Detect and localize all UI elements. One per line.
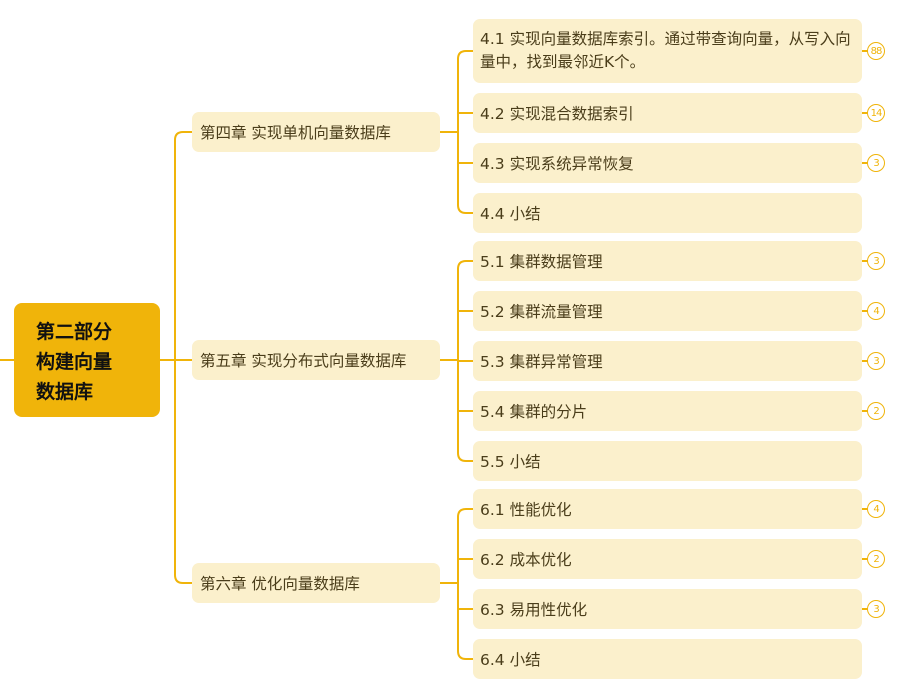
root-line: 构建向量 (36, 351, 113, 373)
collapsed-count-badge[interactable]: 3 (867, 154, 885, 172)
collapsed-count-badge[interactable]: 14 (867, 104, 885, 122)
collapsed-count-badge[interactable]: 3 (867, 600, 885, 618)
section-node[interactable]: 6.2 成本优化 (473, 539, 862, 579)
section-node[interactable]: 6.3 易用性优化 (473, 589, 862, 629)
section-node[interactable]: 4.4 小结 (473, 193, 862, 233)
section-node[interactable]: 5.5 小结 (473, 441, 862, 481)
collapsed-count-badge[interactable]: 2 (867, 550, 885, 568)
collapsed-count-badge[interactable]: 4 (867, 500, 885, 518)
collapsed-count-badge[interactable]: 3 (867, 352, 885, 370)
section-node[interactable]: 4.3 实现系统异常恢复 (473, 143, 862, 183)
section-node[interactable]: 6.1 性能优化 (473, 489, 862, 529)
collapsed-count-badge[interactable]: 3 (867, 252, 885, 270)
root-line: 第二部分 (36, 321, 113, 343)
chapter-node[interactable]: 第四章 实现单机向量数据库 (192, 112, 440, 152)
section-node[interactable]: 4.1 实现向量数据库索引。通过带查询向量，从写入向量中，找到最邻近K个。 (473, 19, 862, 83)
collapsed-count-badge[interactable]: 4 (867, 302, 885, 320)
chapter-node[interactable]: 第六章 优化向量数据库 (192, 563, 440, 603)
section-node[interactable]: 4.2 实现混合数据索引 (473, 93, 862, 133)
section-node[interactable]: 5.2 集群流量管理 (473, 291, 862, 331)
section-node[interactable]: 5.1 集群数据管理 (473, 241, 862, 281)
collapsed-count-badge[interactable]: 2 (867, 402, 885, 420)
section-node[interactable]: 5.3 集群异常管理 (473, 341, 862, 381)
chapter-node[interactable]: 第五章 实现分布式向量数据库 (192, 340, 440, 380)
root-line: 数据库 (36, 381, 94, 403)
section-node[interactable]: 6.4 小结 (473, 639, 862, 679)
root-node[interactable]: 第二部分 构建向量 数据库 (14, 303, 160, 417)
collapsed-count-badge[interactable]: 88 (867, 42, 885, 60)
section-node[interactable]: 5.4 集群的分片 (473, 391, 862, 431)
